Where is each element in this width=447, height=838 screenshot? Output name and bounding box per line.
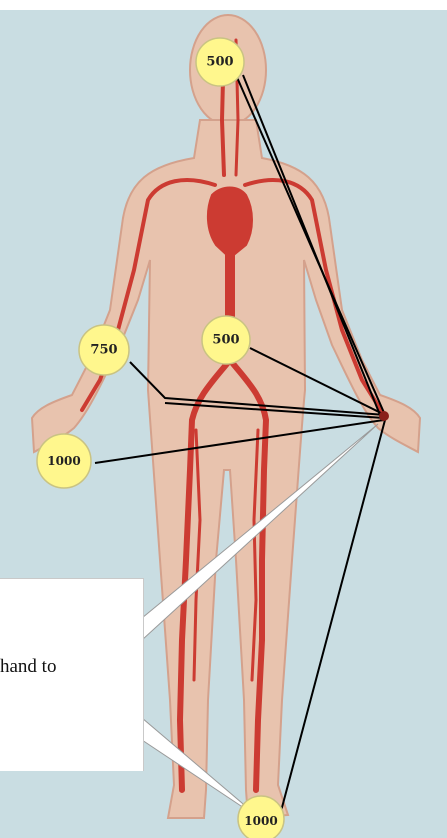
hand-point — [379, 411, 389, 421]
top-strip — [0, 0, 100, 10]
callout-text-content: hand to — [0, 656, 56, 677]
marker-head-label: 500 — [206, 55, 233, 70]
callout-text: hand to — [0, 656, 110, 678]
marker-right-arm-label: 750 — [90, 343, 117, 358]
callout-box: hand to — [0, 578, 144, 771]
marker-abdomen-label: 500 — [212, 333, 239, 348]
marker-feet-label: 1000 — [244, 814, 277, 828]
marker-right-hand-label: 1000 — [47, 454, 80, 468]
